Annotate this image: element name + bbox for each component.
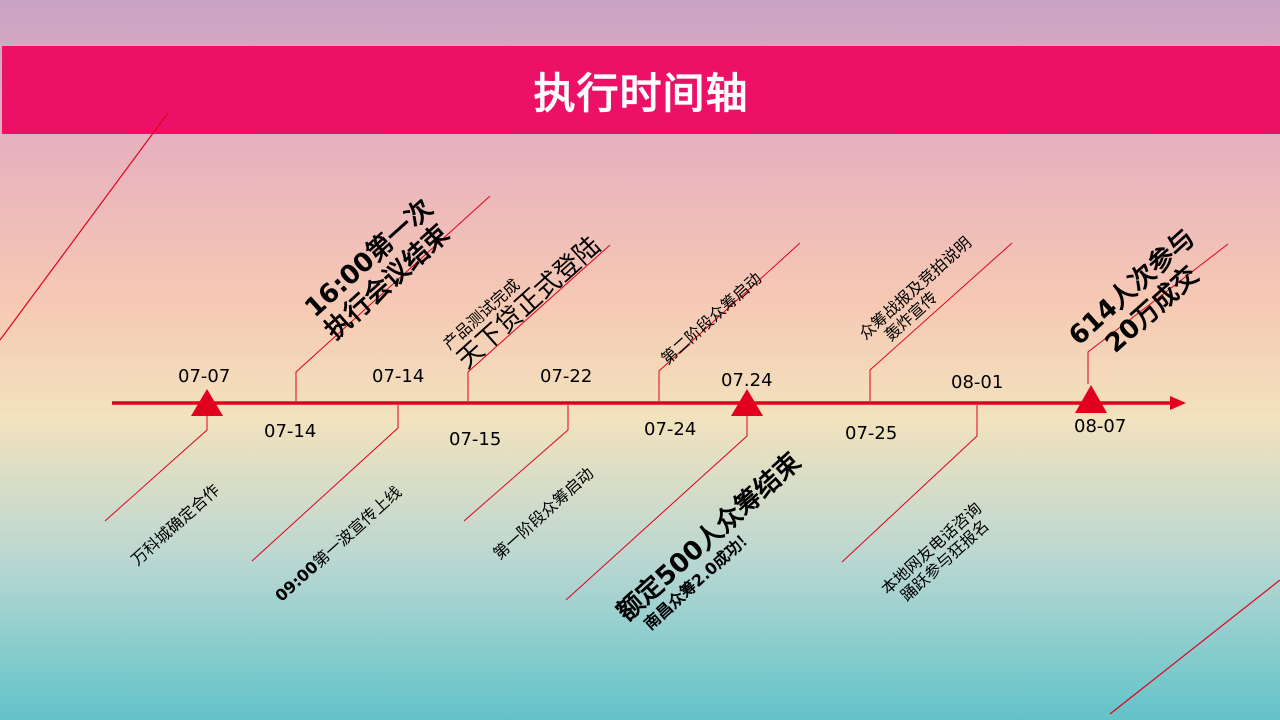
date-label-bottom-4: 07-25 — [845, 423, 898, 444]
callout-below-5 — [841, 405, 978, 563]
callout-above-1 — [295, 195, 491, 401]
callout-above-4 — [869, 242, 1013, 401]
callout-above-2 — [467, 244, 611, 401]
date-label-bottom-2: 07-15 — [449, 429, 502, 450]
milestone-marker-2 — [731, 389, 763, 416]
date-label-top-4: 07.24 — [721, 370, 773, 391]
callout-above-5 — [1087, 243, 1229, 384]
date-label-bottom-3: 07-24 — [644, 419, 697, 440]
milestone-marker-1 — [191, 389, 223, 416]
deco-line-left — [0, 112, 169, 341]
page-title: 执行时间轴 — [533, 68, 749, 118]
date-label-top-2: 07-14 — [372, 366, 425, 387]
callout-below-3 — [463, 405, 569, 522]
header-banner: 执行时间轴 — [2, 46, 1280, 134]
callout-below-4 — [565, 416, 748, 601]
date-label-top-1: 07-07 — [178, 366, 231, 387]
callout-below-1 — [104, 416, 208, 522]
date-label-top-5: 08-01 — [951, 372, 1004, 393]
axis-arrow-head — [1170, 396, 1186, 410]
date-label-bottom-5: 08-07 — [1074, 416, 1127, 437]
callout-above-3 — [658, 242, 801, 401]
date-label-top-3: 07-22 — [540, 366, 593, 387]
milestone-marker-3 — [1075, 385, 1107, 413]
callout-below-2 — [251, 405, 399, 562]
deco-line-right — [1109, 579, 1280, 715]
date-label-bottom-1: 07-14 — [264, 421, 317, 442]
